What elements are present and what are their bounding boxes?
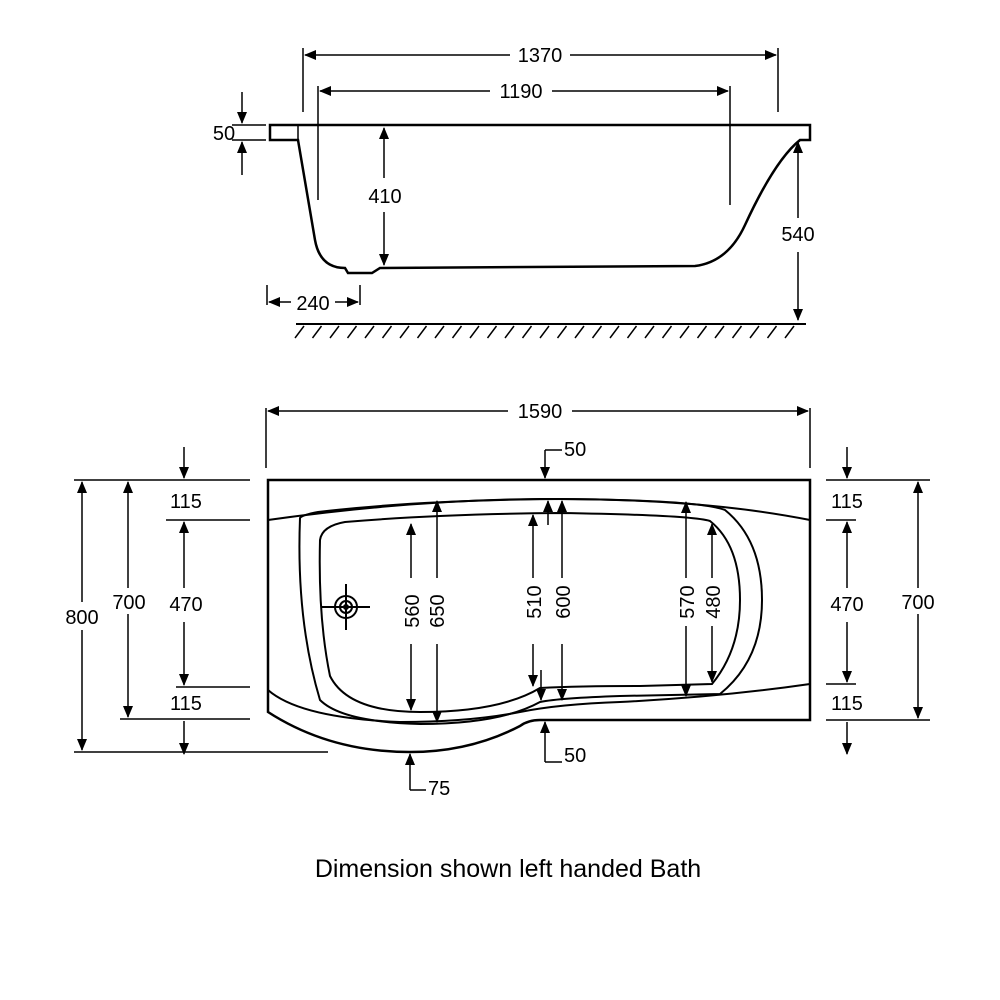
floor-hatch-mark — [661, 325, 673, 339]
floor-hatch-mark — [609, 325, 620, 339]
floor-hatch-mark — [521, 325, 533, 339]
side-height-label: 540 — [781, 224, 814, 246]
basin-left-inner-label: 560 — [402, 594, 424, 627]
floor-hatch-mark — [364, 325, 375, 339]
basin-right-inner-label: 480 — [703, 585, 725, 618]
floor-hatch — [294, 325, 795, 339]
plan-right-inner-label: 470 — [830, 594, 863, 616]
floor-hatch-mark — [311, 325, 323, 339]
floor-hatch-mark — [346, 325, 358, 339]
floor-hatch-mark — [591, 325, 603, 339]
floor-hatch-mark — [556, 325, 568, 339]
floor-hatch-mark — [381, 325, 393, 339]
side-length-label: 1370 — [518, 45, 563, 67]
side-view: 1370 1190 50 410 540 240 — [213, 45, 815, 339]
floor-hatch-mark — [486, 325, 498, 339]
side-depth-label: 410 — [368, 186, 401, 208]
basin-mid-inner-label: 510 — [524, 585, 546, 618]
plan-curve-offset-label: 75 — [428, 778, 450, 800]
side-rim-label: 50 — [213, 123, 235, 145]
floor-hatch-mark — [469, 325, 480, 339]
plan-view: 1590 50 50 75 115 470 115 — [65, 401, 934, 800]
floor-hatch-mark — [749, 325, 760, 339]
side-view-bath-outline — [268, 123, 812, 275]
floor-hatch-mark — [434, 325, 445, 339]
plan-left-width-label: 700 — [112, 592, 145, 614]
floor-hatch-mark — [626, 325, 638, 339]
floor-hatch-mark — [399, 325, 410, 339]
plan-right-bottom-margin-label: 115 — [831, 693, 863, 715]
plan-basin-outer — [298, 497, 764, 726]
basin-left-outer-label: 650 — [427, 594, 449, 627]
floor-hatch-mark — [294, 325, 305, 339]
floor-hatch-mark — [416, 325, 428, 339]
plan-length-label: 1590 — [518, 401, 563, 423]
floor-hatch-mark — [451, 325, 463, 339]
drawing-caption: Dimension shown left handed Bath — [315, 855, 701, 883]
plan-left-inner-label: 470 — [169, 594, 202, 616]
plan-basin-inner — [318, 511, 742, 714]
plan-left-top-margin-label: 115 — [170, 491, 202, 513]
floor-hatch-mark — [329, 325, 340, 339]
basin-right-outer-label: 570 — [677, 585, 699, 618]
floor-hatch-mark — [644, 325, 655, 339]
plan-right-top-margin-label: 115 — [831, 491, 863, 513]
side-inner-length-label: 1190 — [499, 81, 542, 103]
plan-top-rim-label: 50 — [564, 439, 586, 461]
plan-right-width-label: 700 — [901, 592, 934, 614]
floor-hatch-mark — [574, 325, 585, 339]
plan-overall-width-label: 800 — [65, 607, 98, 629]
floor-hatch-mark — [539, 325, 550, 339]
plan-bath-outline — [266, 478, 812, 754]
floor-hatch-mark — [679, 325, 690, 339]
plan-left-bottom-margin-label: 115 — [170, 693, 202, 715]
floor-hatch-mark — [766, 325, 778, 339]
floor-hatch-mark — [696, 325, 708, 339]
floor-hatch-mark — [784, 325, 795, 339]
basin-mid-outer-label: 600 — [553, 585, 575, 618]
plan-bottom-rim-label: 50 — [564, 745, 586, 767]
side-waste-label: 240 — [296, 293, 329, 315]
drain-symbol — [322, 584, 370, 630]
floor-hatch-mark — [731, 325, 743, 339]
floor-hatch-mark — [714, 325, 725, 339]
floor-hatch-mark — [504, 325, 515, 339]
